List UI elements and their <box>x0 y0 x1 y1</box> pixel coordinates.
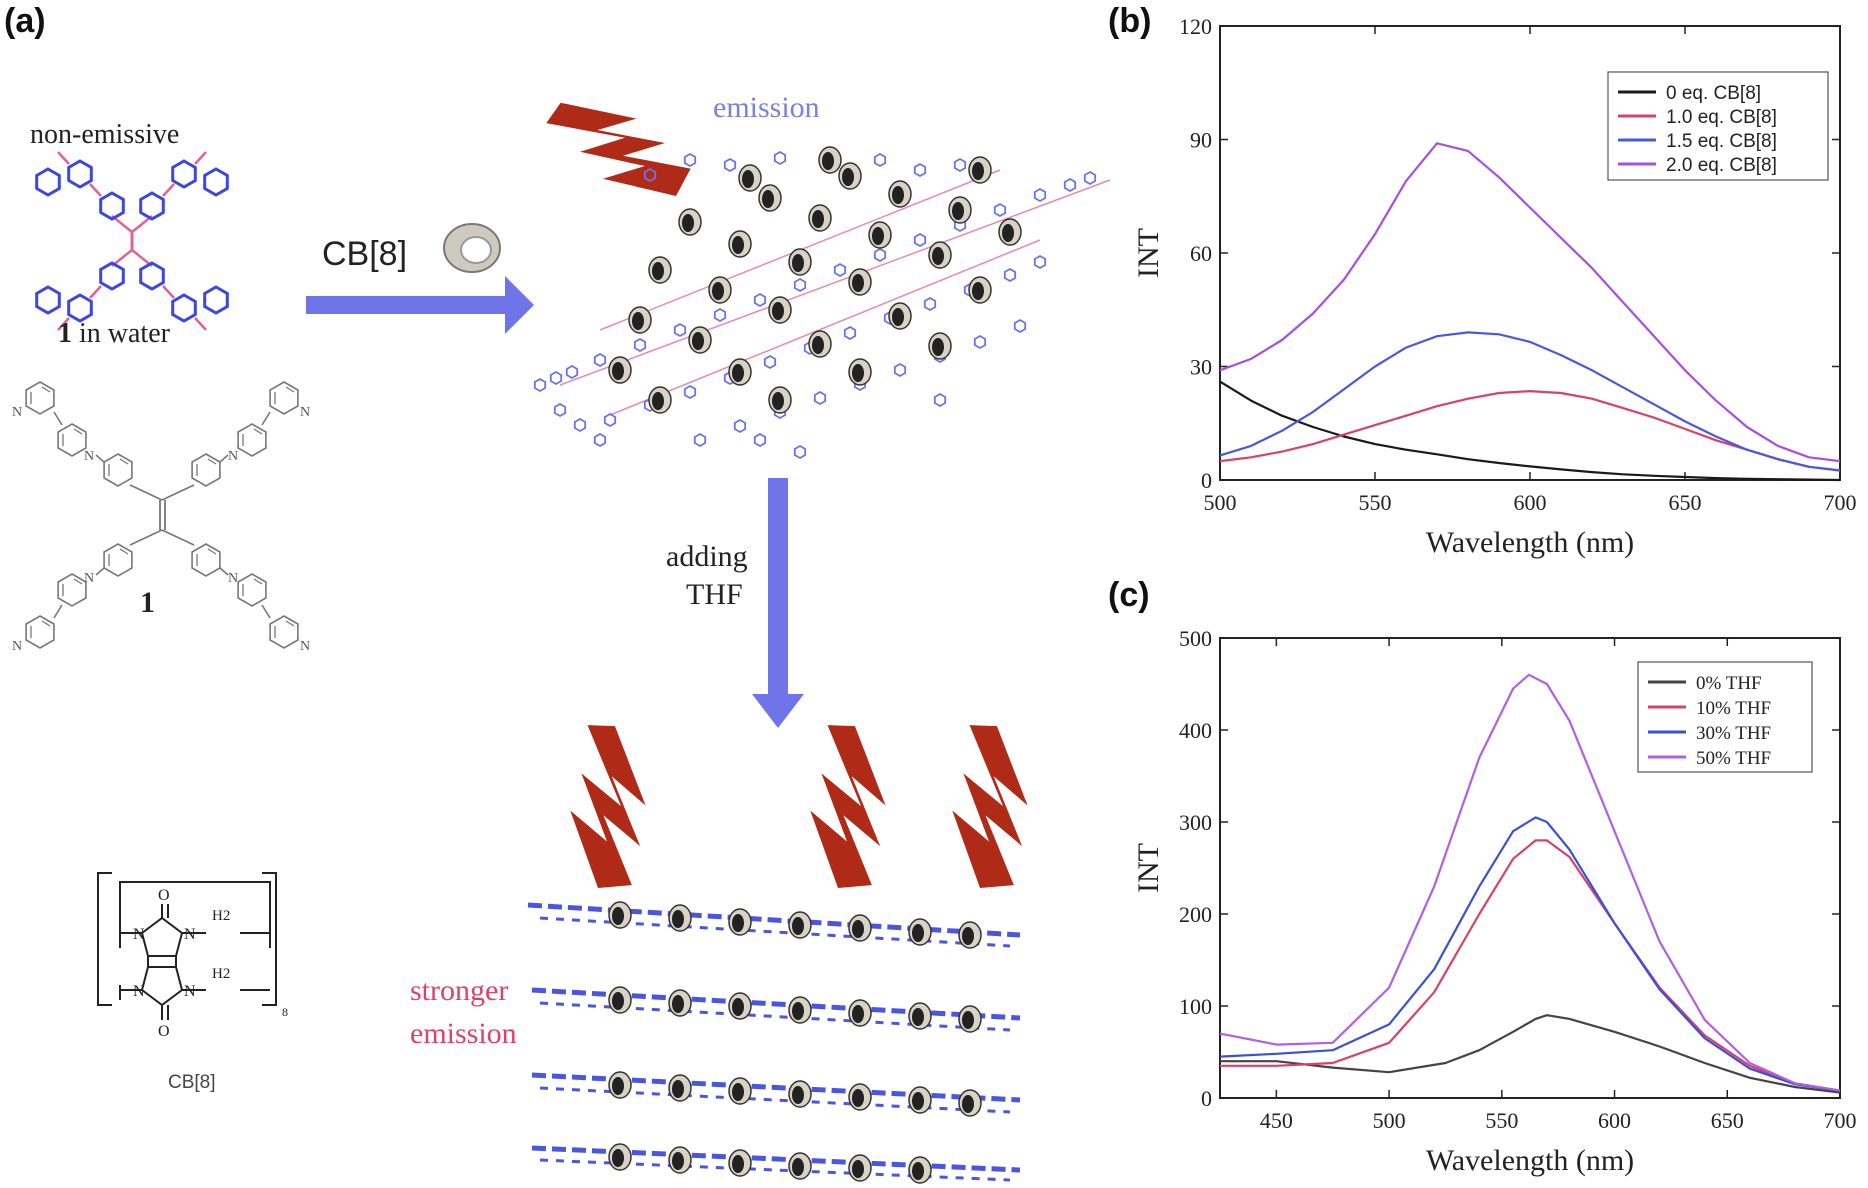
x-tick-label: 550 <box>1485 1108 1518 1133</box>
legend-entry: 10% THF <box>1696 698 1771 719</box>
cb8-ring-icon <box>443 223 501 273</box>
chart-c: 450 500 550 600 650 700 0 100 200 300 400 500Wavele… <box>1132 626 1857 1177</box>
atom-label-n: N <box>84 571 94 586</box>
y-tick-label: 100 <box>1179 994 1212 1019</box>
atom-label-n: N <box>184 926 196 943</box>
compound-1-chemical-structure: N N N N N N N N <box>12 381 310 654</box>
x-tick-label: 700 <box>1824 490 1857 515</box>
series-line <box>1219 142 1841 463</box>
atom-label-n: N <box>12 405 22 420</box>
panel-label-b: (b) <box>1108 2 1152 40</box>
series-line <box>1219 331 1841 472</box>
x-tick-label: 600 <box>1598 1108 1631 1133</box>
series-line <box>1220 839 1841 1092</box>
y-tick-label: 30 <box>1190 355 1212 380</box>
series-line <box>1220 1014 1841 1094</box>
plot-frame <box>1219 637 1841 1099</box>
compound-1-caption: 1 in water <box>58 318 171 349</box>
y-axis-title: INT <box>1132 228 1165 278</box>
x-axis-title: Wavelength (nm) <box>1426 526 1634 559</box>
x-axis-title: Wavelength (nm) <box>1426 1144 1634 1177</box>
x-tick-label: 600 <box>1514 490 1547 515</box>
y-tick-label: 300 <box>1179 810 1212 835</box>
legend-box <box>1607 71 1829 181</box>
x-tick-label: 500 <box>1373 1108 1406 1133</box>
atom-label-o: O <box>158 1023 170 1040</box>
legend-entry: 2.0 eq. CB[8] <box>1666 155 1777 176</box>
emission-lightning-icon <box>517 713 699 903</box>
scheme-panel-a: non-emissive 1 in water <box>12 64 1111 1184</box>
atom-label-n: N <box>300 639 310 654</box>
cb8-chemical-structure <box>97 872 277 1020</box>
panel-label-c: (c) <box>1108 576 1150 614</box>
cb8-caption: CB[8] <box>168 1072 216 1093</box>
compound-1-number: 1 <box>140 586 155 619</box>
x-tick-label: 700 <box>1824 1108 1857 1133</box>
y-tick-label: 120 <box>1179 14 1212 39</box>
legend-entry: 0 eq. CB[8] <box>1666 83 1761 104</box>
atom-label-n: N <box>228 571 238 586</box>
panel-label-a: (a) <box>4 2 46 40</box>
stacked-layers <box>527 901 1021 1184</box>
x-tick-label: 550 <box>1359 490 1392 515</box>
stronger-emission-label: emission <box>410 1017 517 1050</box>
series-line <box>1219 816 1841 1092</box>
x-tick-label: 450 <box>1260 1108 1293 1133</box>
y-axis-title: INT <box>1132 843 1165 893</box>
atom-label-n: N <box>133 983 145 1000</box>
thf-label: THF <box>686 578 743 611</box>
atom-label-n: N <box>133 926 145 943</box>
adding-label: adding <box>666 540 748 573</box>
legend-entry: 1.0 eq. CB[8] <box>1666 107 1777 128</box>
legend-entry: 50% THF <box>1696 748 1771 769</box>
legend-entry: 0% THF <box>1696 673 1762 694</box>
y-tick-label: 60 <box>1190 241 1212 266</box>
atom-label-o: O <box>158 887 170 904</box>
stronger-label: stronger <box>410 974 508 1007</box>
cb8-arrow-icon <box>306 276 534 334</box>
emission-lightning-icon <box>540 64 699 233</box>
atom-label-n: N <box>84 449 94 464</box>
y-tick-label: 200 <box>1179 902 1212 927</box>
x-tick-label: 650 <box>1711 1108 1744 1133</box>
y-tick-label: 400 <box>1179 718 1212 743</box>
atom-label-n: N <box>184 983 196 1000</box>
legend-entry: 1.5 eq. CB[8] <box>1666 131 1777 152</box>
atom-label-n: N <box>12 639 22 654</box>
compound-1-blue-structure <box>35 151 229 331</box>
series-line <box>1219 673 1841 1092</box>
x-tick-label: 500 <box>1204 490 1237 515</box>
y-tick-label: 0 <box>1201 468 1212 493</box>
atom-label-n: N <box>300 405 310 420</box>
cb8-arrow-label: CB[8] <box>322 235 407 273</box>
emission-lightning-icon <box>899 713 1081 903</box>
cb8-repeat-subscript: 8 <box>282 1005 288 1019</box>
series-line <box>1219 380 1841 482</box>
y-tick-label: 90 <box>1190 128 1212 153</box>
series-line <box>1219 390 1841 472</box>
y-tick-label: 500 <box>1179 626 1212 651</box>
emission-lightning-icon <box>757 713 939 903</box>
adding-thf-arrow-icon <box>752 478 804 728</box>
emission-label: emission <box>713 91 820 124</box>
atom-label-n: N <box>228 449 238 464</box>
x-tick-label: 650 <box>1669 490 1702 515</box>
atom-label-h2: H2 <box>212 908 230 924</box>
supramolecular-network-sheet <box>533 146 1111 459</box>
legend-box <box>1637 661 1813 773</box>
y-tick-label: 0 <box>1201 1086 1212 1111</box>
legend-entry: 30% THF <box>1696 723 1771 744</box>
non-emissive-label: non-emissive <box>30 119 179 150</box>
atom-label-h2: H2 <box>212 966 230 982</box>
